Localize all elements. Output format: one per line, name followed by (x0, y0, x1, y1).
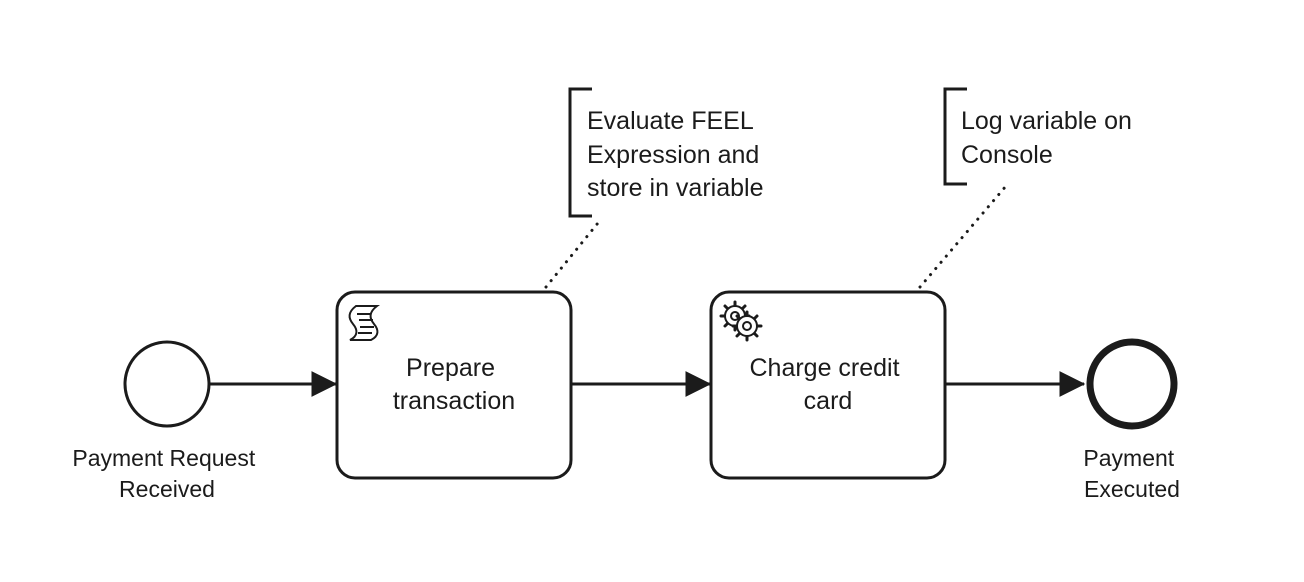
task-charge-label-line-2: card (804, 387, 853, 415)
annotation-feel-line-3: store in variable (587, 174, 763, 202)
text-annotation-log[interactable]: Log variable on Console (943, 87, 1139, 186)
task-charge-label: Charge credit card (749, 354, 906, 415)
task-prepare-label-line-1: Prepare (406, 354, 495, 382)
start-event-label: Payment Request Received (72, 445, 261, 502)
task-prepare-box[interactable] (335, 290, 573, 480)
gear-icon (719, 300, 763, 342)
annotation-log-line-1: Log variable on (961, 107, 1132, 135)
task-charge-label-line-1: Charge credit (749, 354, 899, 382)
task-prepare-label-line-2: transaction (393, 387, 515, 415)
task-charge-credit-card[interactable]: Charge credit card (709, 290, 947, 480)
end-event-circle[interactable] (1086, 338, 1178, 430)
start-event-circle[interactable] (123, 340, 211, 428)
end-event-label-line-1: Payment (1083, 445, 1174, 471)
script-icon (348, 305, 380, 341)
annotation-log-text: Log variable on Console (961, 107, 1139, 169)
end-event-label-line-2: Executed (1084, 476, 1180, 502)
annotation-feel-line-2: Expression and (587, 141, 759, 169)
annotation-feel-line-1: Evaluate FEEL (587, 107, 754, 135)
association-prepare-to-annotation[interactable] (544, 216, 604, 289)
start-event-label-line-2: Received (119, 476, 215, 502)
task-prepare-label: Prepare transaction (393, 354, 515, 415)
task-prepare-transaction[interactable]: Prepare transaction (335, 290, 573, 480)
annotation-feel-bracket (568, 87, 592, 218)
association-charge-to-annotation[interactable] (918, 184, 1008, 289)
annotation-feel-text: Evaluate FEEL Expression and store in va… (587, 107, 766, 202)
annotation-log-line-2: Console (961, 141, 1053, 169)
end-event-label: Payment Executed (1083, 445, 1180, 502)
end-event[interactable]: Payment Executed (1083, 338, 1180, 502)
start-event-label-line-1: Payment Request (72, 445, 255, 471)
annotation-log-bracket (943, 87, 967, 186)
task-charge-box[interactable] (709, 290, 947, 480)
gear-icon-front (731, 310, 763, 342)
text-annotation-feel[interactable]: Evaluate FEEL Expression and store in va… (568, 87, 766, 218)
start-event[interactable]: Payment Request Received (72, 340, 261, 502)
